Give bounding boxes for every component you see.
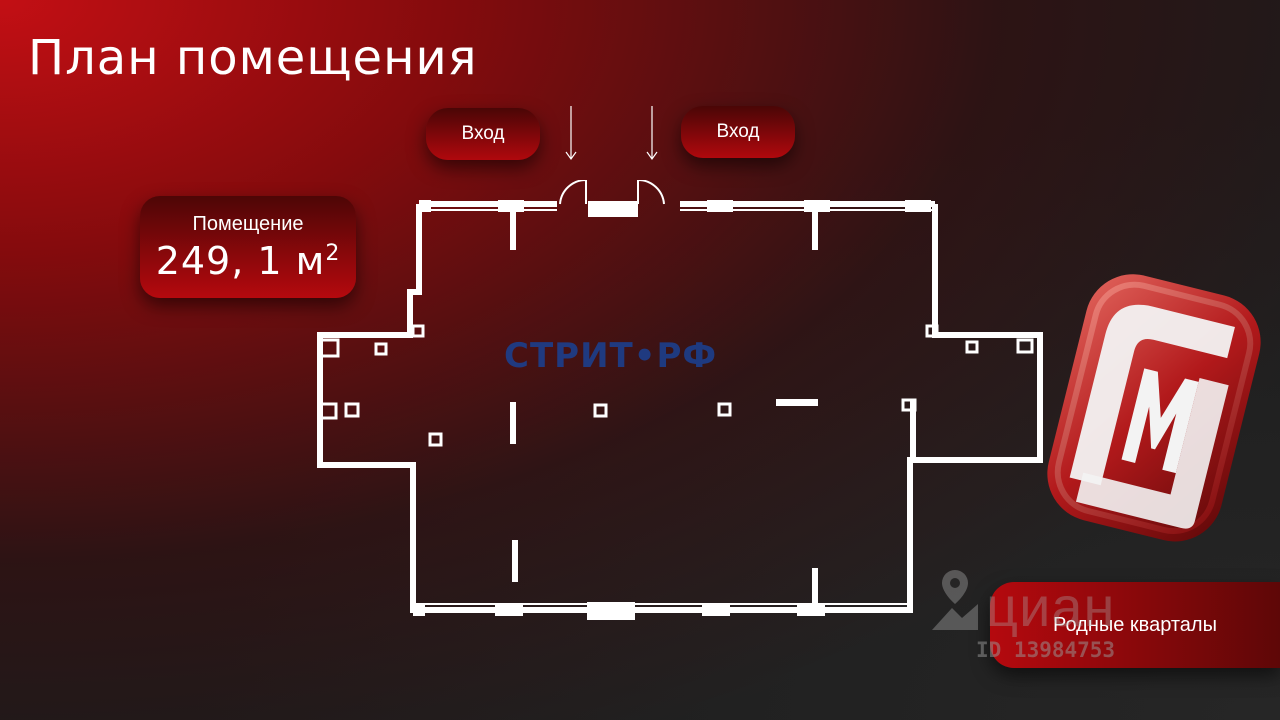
strit-watermark: СТРИТ•РФ (504, 336, 718, 376)
arrow-down-icon (565, 106, 577, 161)
cian-brand-text: циан (986, 575, 1116, 638)
area-badge: Помещение 249, 1 м2 (140, 196, 356, 298)
entrance-label-right: Вход (681, 106, 795, 158)
page-title: План помещения (28, 30, 478, 86)
quarter-badge: Родные кварталы (990, 582, 1280, 668)
arrow-down-icon (646, 106, 658, 161)
floor-plan (317, 180, 1043, 620)
cian-listing-id: ID 13984753 (976, 638, 1116, 662)
entrance-label-left: Вход (426, 108, 540, 160)
location-pin-icon (932, 570, 978, 630)
area-label: Помещение (192, 213, 304, 235)
m-letter-logo-icon (1047, 274, 1261, 542)
area-value: 249, 1 м2 (155, 239, 341, 283)
